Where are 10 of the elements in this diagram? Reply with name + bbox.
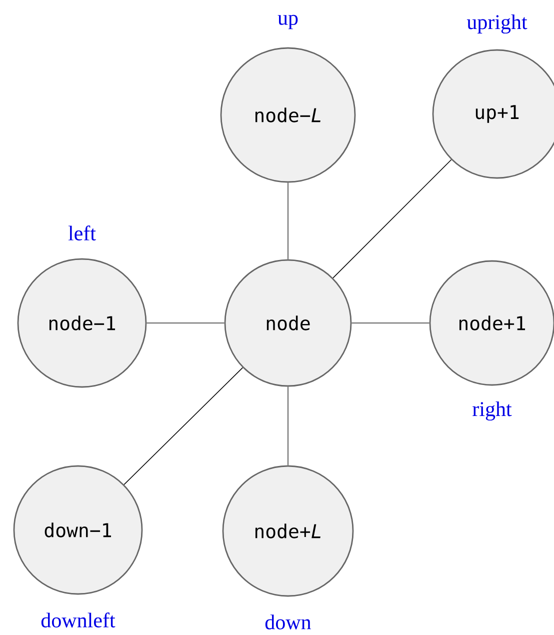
node-caption: left [68, 226, 96, 240]
connector-line [124, 367, 244, 485]
connector-line [351, 322, 430, 324]
node-caption: right [472, 401, 512, 421]
node-caption: down [265, 614, 311, 630]
connector-line [332, 159, 452, 278]
node-caption: downleft [41, 612, 116, 628]
node-caption: up [278, 14, 298, 30]
node-caption: upright [466, 14, 528, 34]
connector-line [146, 322, 225, 324]
